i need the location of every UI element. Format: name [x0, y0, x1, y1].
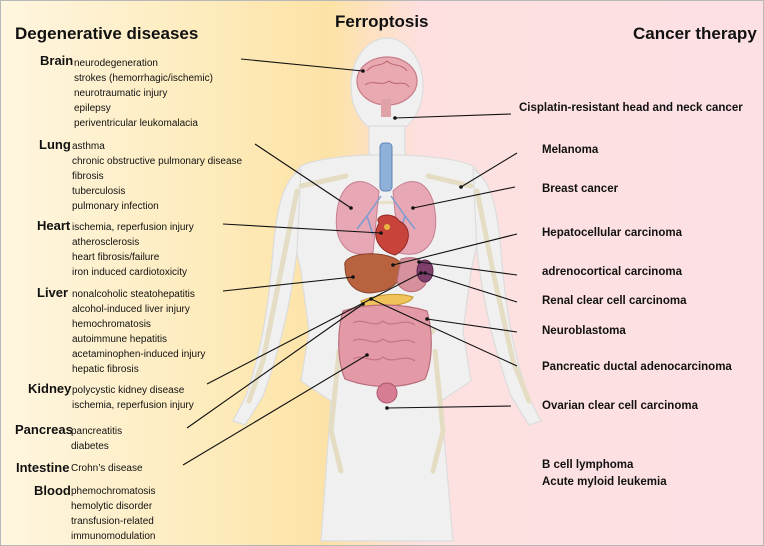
line-breast — [412, 186, 516, 209]
disease-item: alcohol-induced liver injury — [72, 304, 190, 315]
blood-disease-list: phemochromatosis hemolytic disorder tran… — [71, 484, 156, 544]
lungs-organ — [335, 181, 437, 255]
heart-organ — [375, 214, 409, 256]
brain-organ — [356, 56, 418, 117]
line-neuroblastoma — [426, 318, 518, 333]
disease-item: asthma — [72, 141, 105, 152]
line-pancreas — [186, 303, 364, 429]
organ-kidney-label: Kidney — [28, 381, 72, 396]
disease-item: tuberculosis — [72, 186, 126, 197]
kidney-disease-list: polycystic kidney disease ischemia, repe… — [72, 383, 194, 413]
disease-item: acetaminophen-induced injury — [72, 349, 206, 360]
cancer-pancreatic: Pancreatic ductal adenocarcinoma — [542, 361, 732, 373]
cancer-aml: Acute myloid leukemia — [542, 476, 667, 488]
line-intestine — [182, 354, 368, 466]
line-lung — [254, 143, 352, 209]
organ-liver-label: Liver — [37, 285, 69, 300]
disease-item: hepatic fibrosis — [72, 364, 139, 375]
disease-item: iron induced cardiotoxicity — [72, 267, 188, 278]
intestine-disease-list: Crohn’s disease — [71, 461, 143, 476]
organ-intestine-label: Intestine — [16, 460, 70, 475]
line-liver — [222, 276, 354, 292]
line-brain — [240, 58, 364, 72]
cancer-breast: Breast cancer — [542, 183, 619, 195]
cancer-melanoma: Melanoma — [542, 144, 599, 156]
line-renal — [424, 272, 518, 303]
disease-item: chronic obstructive pulmonary disease — [72, 156, 243, 167]
disease-item: heart fibrosis/failure — [72, 252, 160, 263]
intestine-organ — [338, 304, 432, 388]
bladder-organ — [376, 382, 398, 404]
disease-item: Crohn’s disease — [71, 463, 143, 474]
lung-disease-list: asthma chronic obstructive pulmonary dis… — [72, 139, 242, 214]
organ-lung-label: Lung — [39, 137, 71, 152]
disease-item: immunomodulation — [71, 531, 156, 542]
line-pancreatic — [370, 298, 518, 367]
kidney-organ — [416, 259, 434, 283]
cancer-adrenocortical: adrenocortical carcinoma — [542, 266, 682, 278]
page-title: Ferroptosis — [335, 12, 429, 31]
disease-item: diabetes — [71, 441, 109, 452]
cancer-ovarian: Ovarian clear cell carcinoma — [542, 400, 698, 412]
cancer-head-neck: Cisplatin-resistant head and neck cancer — [519, 102, 743, 114]
line-head-neck — [394, 113, 512, 119]
disease-item: hemochromatosis — [72, 319, 151, 330]
disease-item: phemochromatosis — [71, 486, 156, 497]
cancer-hepatocellular: Hepatocellular carcinoma — [542, 227, 682, 239]
disease-item: ischemia, reperfusion injury — [72, 400, 194, 411]
disease-item: transfusion-related — [71, 516, 154, 527]
cancer-renal: Renal clear cell carcinoma — [542, 295, 687, 307]
organ-brain-label: Brain — [40, 53, 74, 68]
line-kidney — [206, 272, 422, 385]
trachea-organ — [379, 142, 393, 192]
left-heading: Degenerative diseases — [15, 24, 199, 43]
disease-item: hemolytic disorder — [71, 501, 153, 512]
cancer-b-cell-lymphoma: B cell lymphoma — [542, 459, 634, 471]
disease-item: pancreatitis — [71, 426, 123, 437]
disease-item: pulmonary infection — [72, 201, 159, 212]
organ-blood-label: Blood — [34, 483, 71, 498]
disease-item: epilepsy — [74, 103, 111, 114]
pancreas-disease-list: pancreatitis diabetes — [71, 424, 122, 454]
right-heading: Cancer therapy — [633, 24, 757, 43]
disease-item: strokes (hemorrhagic/ischemic) — [74, 73, 213, 84]
disease-item: neurotraumatic injury — [74, 88, 168, 99]
disease-item: nonalcoholic steatohepatitis — [72, 289, 195, 300]
line-ovarian — [386, 405, 512, 409]
disease-item: atherosclerosis — [72, 237, 140, 248]
organ-heart-label: Heart — [37, 218, 71, 233]
disease-item: ischemia, reperfusion injury — [72, 222, 194, 233]
heart-disease-list: ischemia, reperfusion injury atheroscler… — [72, 220, 194, 280]
line-melanoma — [460, 152, 518, 188]
line-hepatocellular — [392, 233, 518, 266]
line-adrenocortical — [418, 261, 518, 276]
brain-disease-list: neurodegeneration strokes (hemorrhagic/i… — [74, 56, 213, 131]
disease-item: periventricular leukomalacia — [74, 118, 198, 129]
cancer-neuroblastoma: Neuroblastoma — [542, 325, 626, 337]
liver-disease-list: nonalcoholic steatohepatitis alcohol-ind… — [72, 287, 205, 377]
disease-item: fibrosis — [72, 171, 104, 182]
disease-item: neurodegeneration — [74, 58, 158, 69]
disease-item: autoimmune hepatitis — [72, 334, 168, 345]
disease-item: polycystic kidney disease — [72, 385, 185, 396]
organ-pancreas-label: Pancreas — [15, 422, 73, 437]
line-heart — [222, 223, 382, 234]
